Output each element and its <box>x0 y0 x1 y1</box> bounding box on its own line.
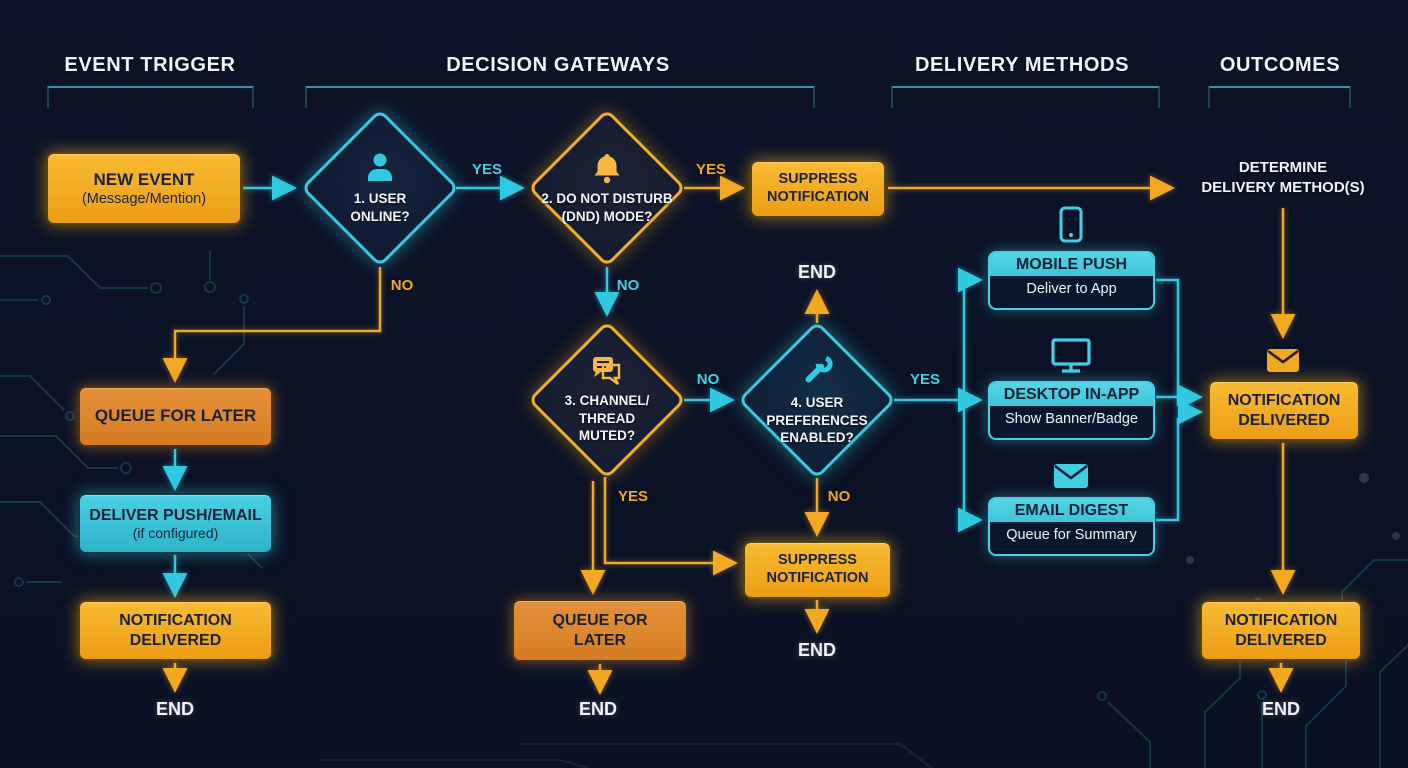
monitor-icon <box>1051 338 1091 373</box>
decision-user-online: 1. USER ONLINE? <box>300 108 460 268</box>
edge-mobile-out <box>1156 278 1180 406</box>
column-header-decision-gateways: DECISION GATEWAYS <box>446 54 670 76</box>
node-suppress-notification-mid: SUPPRESS NOTIFICATION <box>743 541 892 599</box>
column-bracket <box>305 86 815 108</box>
end-label: END <box>1261 699 1300 719</box>
node-title: SUPPRESS NOTIFICATION <box>766 552 869 586</box>
node-deliver-push-email: DELIVER PUSH/EMAIL (if configured) <box>78 493 273 554</box>
column-header-event-trigger: EVENT TRIGGER <box>64 54 236 76</box>
method-subtitle: Deliver to App <box>1026 281 1117 297</box>
edge-label-yes: YES <box>909 371 940 388</box>
bell-icon <box>594 153 620 184</box>
end-label: END <box>155 699 194 719</box>
node-title: QUEUE FOR LATER <box>552 611 648 649</box>
node-title: DELIVER PUSH/EMAIL <box>89 506 262 524</box>
determine-delivery-label: DETERMINE DELIVERY METHOD(S) <box>1201 159 1365 196</box>
node-notification-delivered-top: NOTIFICATION DELIVERED <box>1208 380 1360 441</box>
edge-rail-up <box>958 267 983 400</box>
edge-email-out <box>1156 418 1180 522</box>
decision-dnd-mode: 2. DO NOT DISTURB (DND) MODE? <box>527 108 687 268</box>
node-desktop-in-app: DESKTOP IN-APP Show Banner/Badge <box>988 381 1155 440</box>
decision-label: 2. DO NOT DISTURB (DND) MODE? <box>541 190 673 224</box>
node-new-event: NEW EVENT (Message/Mention) <box>46 152 242 225</box>
node-notification-delivered-bottom: NOTIFICATION DELIVERED <box>1200 600 1362 661</box>
node-title: NOTIFICATION DELIVERED <box>1224 611 1338 649</box>
method-title: MOBILE PUSH <box>990 253 1153 278</box>
method-subtitle: Queue for Summary <box>1006 527 1137 543</box>
edge-label-yes: YES <box>617 488 648 505</box>
envelope-icon <box>1054 464 1088 488</box>
edge-label-yes: YES <box>695 161 726 178</box>
node-title: SUPPRESS NOTIFICATION <box>766 171 870 205</box>
column-bracket <box>891 86 1160 108</box>
node-queue-for-later-left: QUEUE FOR LATER <box>78 386 273 447</box>
method-title: DESKTOP IN-APP <box>990 383 1153 408</box>
decision-channel-muted: 3. CHANNEL/ THREAD MUTED? <box>527 320 687 480</box>
node-title: QUEUE FOR LATER <box>94 406 257 426</box>
column-header-outcomes: OUTCOMES <box>1219 54 1341 76</box>
column-bracket <box>47 86 254 108</box>
node-email-digest: EMAIL DIGEST Queue for Summary <box>988 497 1155 556</box>
edge-label-no: NO <box>616 277 640 294</box>
node-mobile-push: MOBILE PUSH Deliver to App <box>988 251 1155 310</box>
method-title: EMAIL DIGEST <box>990 499 1153 524</box>
edge-label-no: NO <box>827 488 851 505</box>
column-header-delivery-methods: DELIVERY METHODS <box>914 54 1130 76</box>
decision-user-preferences: 4. USER PREFERENCES ENABLED? <box>737 320 897 480</box>
method-subtitle: Show Banner/Badge <box>1004 411 1138 427</box>
decision-label: 3. CHANNEL/ THREAD MUTED? <box>564 393 650 444</box>
node-notification-delivered-left: NOTIFICATION DELIVERED <box>78 600 273 661</box>
end-label: END <box>797 262 836 282</box>
decision-label: 4. USER PREFERENCES ENABLED? <box>766 395 868 446</box>
decision-label: 1. USER ONLINE? <box>350 190 410 224</box>
node-queue-for-later-mid: QUEUE FOR LATER <box>512 599 688 662</box>
edge-d1-no-to-queue <box>162 267 382 383</box>
column-bracket <box>1208 86 1351 108</box>
user-icon <box>368 153 392 181</box>
edge-label-no: NO <box>390 277 414 294</box>
node-title: NOTIFICATION DELIVERED <box>1227 391 1341 429</box>
end-label: END <box>797 640 836 660</box>
node-subtitle: (Message/Mention) <box>81 190 207 207</box>
edge-label-no: NO <box>696 371 720 388</box>
wrench-icon <box>805 355 833 383</box>
edge-d3-yes-to-suppress <box>603 477 738 576</box>
edge-label-yes: YES <box>471 161 502 178</box>
envelope-icon <box>1267 349 1299 372</box>
node-subtitle: (if configured) <box>132 525 219 542</box>
node-title: NEW EVENT <box>93 169 195 189</box>
edge-rail-down <box>958 400 983 533</box>
node-suppress-notification-top: SUPPRESS NOTIFICATION <box>750 160 886 218</box>
node-title: NOTIFICATION DELIVERED <box>119 611 232 649</box>
end-label: END <box>578 699 617 719</box>
chat-icon <box>593 357 621 386</box>
smartphone-icon <box>1059 206 1083 243</box>
